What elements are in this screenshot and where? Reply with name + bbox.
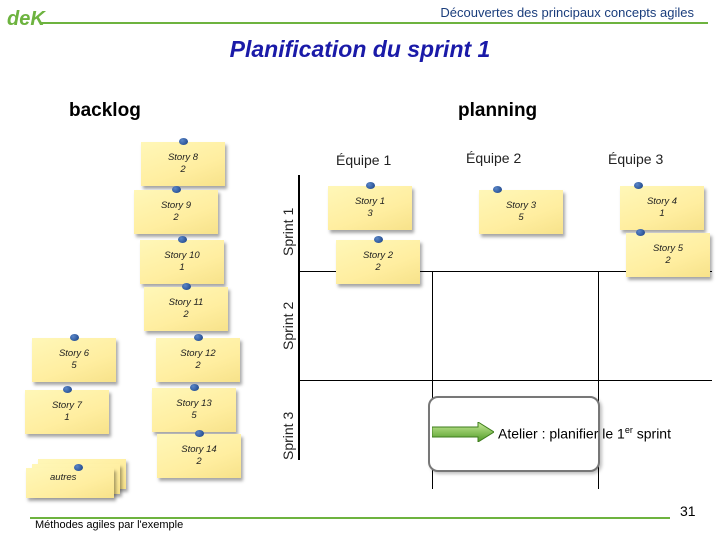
footer-rule: [30, 517, 670, 519]
story-card-8[interactable]: Story 8 2: [141, 138, 225, 186]
pin-icon: [63, 386, 72, 393]
backlog-heading: backlog: [69, 100, 141, 121]
story-name: Story 4: [646, 196, 678, 207]
pin-icon: [636, 229, 645, 236]
story-name: Story 12: [180, 348, 216, 359]
story-card-2[interactable]: Story 2 2: [336, 236, 420, 284]
story-card-12[interactable]: Story 12 2: [156, 334, 240, 382]
logo-text: deK: [7, 8, 46, 30]
pin-icon: [178, 236, 187, 243]
story-card-7[interactable]: Story 7 1: [25, 386, 109, 434]
story-points: 1: [179, 262, 185, 273]
story-card-4[interactable]: Story 4 1: [620, 182, 704, 230]
story-points: 2: [183, 309, 189, 320]
story-card-13[interactable]: Story 13 5: [152, 384, 236, 432]
story-points: 2: [375, 262, 381, 273]
story-name: Story 14: [181, 444, 217, 455]
story-points: 2: [665, 255, 671, 266]
story-card-5[interactable]: Story 5 2: [626, 229, 710, 277]
others-stack[interactable]: autres: [26, 464, 114, 498]
grid-col-divider-2: [598, 271, 599, 489]
story-points: 2: [173, 212, 179, 223]
story-points: 2: [195, 360, 201, 371]
sprint-label-2: Sprint 2: [280, 301, 296, 350]
pin-icon: [74, 464, 83, 471]
pin-icon: [194, 334, 203, 341]
story-name: Story 11: [168, 297, 204, 308]
planning-heading: planning: [458, 100, 538, 121]
sprint-label-3: Sprint 3: [280, 411, 296, 460]
workshop-superscript: er: [624, 425, 633, 435]
team-header-2: Équipe 2: [466, 150, 522, 166]
grid-row-divider-2: [298, 380, 712, 381]
story-name: Story 8: [167, 152, 199, 163]
grid-vertical-axis: [298, 175, 300, 460]
story-points: 5: [71, 360, 77, 371]
team-header-1: Équipe 1: [336, 152, 392, 168]
story-points: 2: [180, 164, 186, 175]
pin-icon: [634, 182, 643, 189]
story-points: 1: [64, 412, 70, 423]
story-points: 3: [367, 208, 373, 219]
workshop-text: Atelier : planifier le 1er sprint: [498, 425, 671, 442]
story-points: 5: [518, 212, 524, 223]
pin-icon: [70, 334, 79, 341]
pin-icon: [190, 384, 199, 391]
story-card-6[interactable]: Story 6 5: [32, 334, 116, 382]
story-name: Story 13: [176, 398, 212, 409]
pin-icon: [374, 236, 383, 243]
story-points: 1: [659, 208, 665, 219]
grid-col-divider-1: [432, 271, 433, 489]
pin-icon: [493, 186, 502, 193]
story-name: Story 1: [354, 196, 386, 207]
story-card-9[interactable]: Story 9 2: [134, 186, 218, 234]
pin-icon: [172, 186, 181, 193]
story-name: Story 2: [362, 250, 394, 261]
story-card-3[interactable]: Story 3 5: [479, 186, 563, 234]
story-points: 5: [191, 410, 197, 421]
page-number: 31: [680, 503, 696, 519]
logo: deK: [6, 3, 46, 33]
workshop-text-end: sprint: [632, 425, 671, 442]
grid-row-divider-1: [298, 271, 712, 272]
story-card-1[interactable]: Story 1 3: [328, 182, 412, 230]
slide-title: Planification du sprint 1: [229, 36, 491, 62]
story-points: 2: [196, 456, 202, 467]
arrow-right-icon: [431, 421, 495, 447]
team-header-3: Équipe 3: [608, 151, 664, 167]
story-card-11[interactable]: Story 11 2: [144, 283, 228, 331]
story-name: Story 10: [164, 250, 200, 261]
footer-text: Méthodes agiles par l'exemple: [35, 519, 184, 531]
story-card-14[interactable]: Story 14 2: [157, 430, 241, 478]
workshop-callout: [428, 396, 600, 472]
story-name: Story 5: [652, 243, 684, 254]
sprint-label-1: Sprint 1: [280, 207, 296, 256]
pin-icon: [179, 138, 188, 145]
header-rule: [40, 22, 708, 24]
pin-icon: [366, 182, 375, 189]
workshop-text-main: Atelier : planifier le 1: [498, 425, 625, 442]
story-name: Story 9: [160, 200, 192, 211]
pin-icon: [182, 283, 191, 290]
story-card-10[interactable]: Story 10 1: [140, 236, 224, 284]
story-name: Story 6: [58, 348, 90, 359]
others-label: autres: [50, 472, 77, 483]
header-subtitle: Découvertes des principaux concepts agil…: [440, 5, 694, 20]
pin-icon: [195, 430, 204, 437]
story-name: Story 3: [505, 200, 537, 211]
story-name: Story 7: [51, 400, 83, 411]
